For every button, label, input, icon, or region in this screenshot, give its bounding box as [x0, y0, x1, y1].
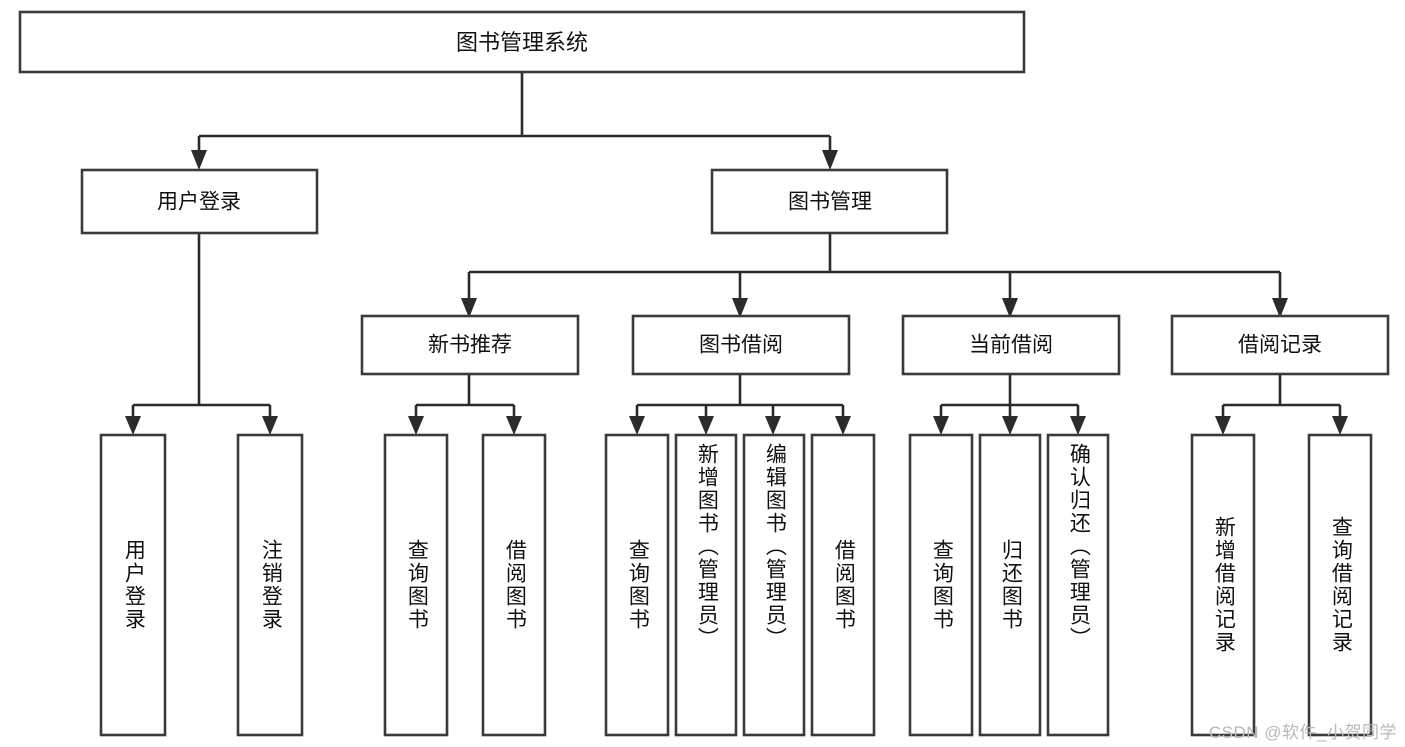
- arrow-leaf-query-book-3-icon: [933, 416, 949, 435]
- arrow-to-book-management-icon: [822, 150, 838, 170]
- node-book-management-box[interactable]: [710, 168, 949, 235]
- leaf-box-return-book[interactable]: [978, 433, 1042, 737]
- connector-group-root-to-level2: [191, 72, 838, 170]
- node-borrow-record[interactable]: 借阅记录: [1170, 314, 1390, 376]
- arrow-to-book-borrow-icon: [732, 298, 748, 318]
- leaf-box-query-book-2[interactable]: [604, 433, 670, 737]
- leaf-box-logout-login[interactable]: [236, 433, 304, 737]
- arrow-leaf-query-record-icon: [1332, 416, 1348, 435]
- node-user-login-label: 用户登录: [157, 191, 241, 214]
- arrow-leaf-borrow-book-1-icon: [506, 416, 522, 435]
- csdn-watermark: CSDN @软件_小贺同学: [1208, 723, 1397, 742]
- arrow-leaf-query-book-1-icon: [408, 416, 424, 435]
- connector-group-borrow-record-to-leaves: [1215, 374, 1348, 435]
- node-book-borrow-box[interactable]: [631, 314, 851, 376]
- node-borrow-record-box[interactable]: [1170, 314, 1390, 376]
- node-current-borrow-label: 当前借阅: [969, 334, 1053, 357]
- connector-group-user-login-to-leaves: [125, 233, 278, 435]
- arrow-leaf-add-book-icon: [698, 416, 714, 435]
- arrow-leaf-confirm-return-icon: [1070, 416, 1086, 435]
- node-user-login[interactable]: 用户登录: [80, 168, 319, 235]
- arrow-leaf-edit-book-icon: [765, 416, 781, 435]
- node-user-login-box[interactable]: [80, 168, 319, 235]
- arrow-leaf-return-book-icon: [1002, 416, 1018, 435]
- leaf-box-edit-book[interactable]: [742, 433, 806, 737]
- node-root-label: 图书管理系统: [456, 30, 588, 55]
- arrow-leaf-add-record-icon: [1215, 416, 1231, 435]
- leaf-box-borrow-book-2[interactable]: [810, 433, 876, 737]
- node-new-book-recommend-box[interactable]: [360, 314, 580, 376]
- arrow-to-current-borrow-icon: [1002, 298, 1018, 318]
- arrow-to-user-login-icon: [191, 150, 207, 170]
- leaf-box-query-record[interactable]: [1307, 433, 1373, 737]
- node-book-borrow[interactable]: 图书借阅: [631, 314, 851, 376]
- node-root-box[interactable]: [18, 10, 1026, 74]
- node-current-borrow-box[interactable]: [901, 314, 1121, 376]
- arrow-leaf-borrow-book-2-icon: [835, 416, 851, 435]
- connector-group-book-management-to-level3: [461, 233, 1288, 318]
- connector-group-book-borrow-to-leaves: [629, 374, 851, 435]
- leaf-box-add-record[interactable]: [1190, 433, 1256, 737]
- leaf-box-borrow-book-1[interactable]: [481, 433, 547, 737]
- leaf-box-user-login[interactable]: [99, 433, 167, 737]
- leaf-box-query-book-3[interactable]: [908, 433, 974, 737]
- arrow-to-new-book-recommend-icon: [461, 298, 477, 318]
- node-borrow-record-label: 借阅记录: [1238, 334, 1322, 357]
- leaf-box-confirm-return[interactable]: [1046, 433, 1110, 737]
- leaf-box-query-book-1[interactable]: [383, 433, 449, 737]
- arrow-leaf-logout-login-icon: [262, 416, 278, 435]
- node-root[interactable]: 图书管理系统: [18, 10, 1026, 74]
- node-book-management-label: 图书管理: [788, 191, 872, 214]
- node-book-management[interactable]: 图书管理: [710, 168, 949, 235]
- leaf-box-add-book[interactable]: [674, 433, 738, 737]
- arrow-leaf-query-book-2-icon: [629, 416, 645, 435]
- node-new-book-recommend[interactable]: 新书推荐: [360, 314, 580, 376]
- node-book-borrow-label: 图书借阅: [699, 334, 783, 357]
- arrow-leaf-user-login-icon: [125, 416, 141, 435]
- node-new-book-recommend-label: 新书推荐: [428, 334, 512, 357]
- connector-group-current-borrow-to-leaves: [933, 374, 1086, 435]
- connector-group-new-book-recommend-to-leaves: [408, 374, 522, 435]
- node-current-borrow[interactable]: 当前借阅: [901, 314, 1121, 376]
- arrow-to-borrow-record-icon: [1272, 298, 1288, 318]
